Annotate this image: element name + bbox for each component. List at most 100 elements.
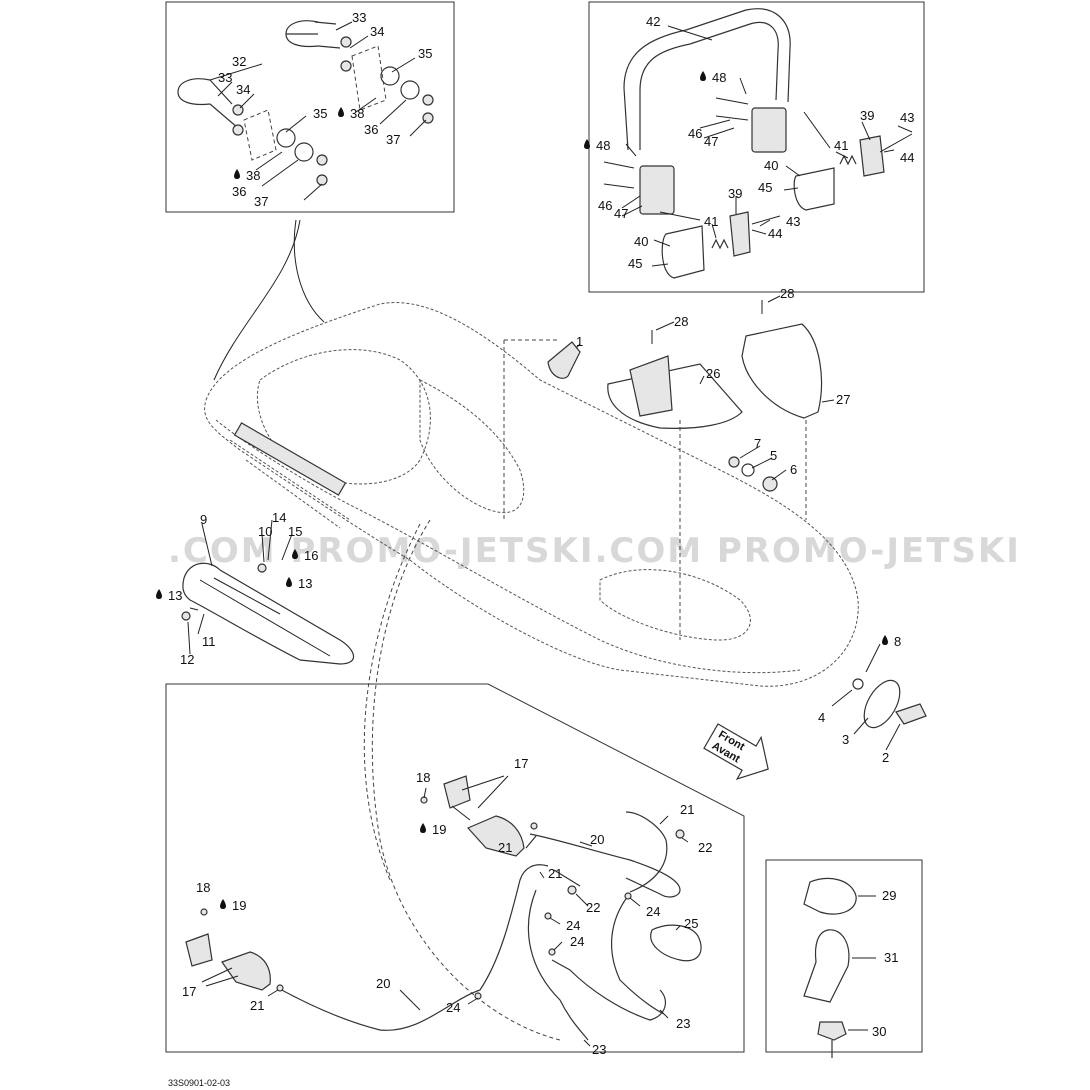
callout-22: 22 bbox=[586, 900, 600, 915]
leader-lines bbox=[187, 295, 901, 751]
callout-41: 41 bbox=[704, 214, 718, 229]
hose-loop-upper bbox=[625, 811, 668, 893]
callout-33: 33 bbox=[218, 70, 232, 85]
washer-5 bbox=[741, 463, 755, 477]
callout-36: 36 bbox=[364, 122, 378, 137]
screw-18 bbox=[200, 908, 208, 916]
check-valve-lower bbox=[185, 933, 213, 967]
callout-29: 29 bbox=[882, 888, 896, 903]
hull-gunwale bbox=[215, 419, 801, 674]
callout-41: 41 bbox=[834, 138, 848, 153]
front-storage bbox=[599, 569, 751, 641]
storage-tray-26 bbox=[607, 363, 743, 429]
hinge-right bbox=[859, 135, 885, 177]
callout-42: 42 bbox=[646, 14, 660, 29]
callout-34: 34 bbox=[236, 82, 250, 97]
callout-5: 5 bbox=[770, 448, 777, 463]
drain-plug-2 bbox=[895, 703, 927, 725]
inset-tow-eyes bbox=[165, 1, 455, 213]
grommet-6 bbox=[762, 476, 778, 492]
callout-18: 18 bbox=[196, 880, 210, 895]
handle-base-right bbox=[751, 107, 787, 153]
callout-28: 28 bbox=[674, 314, 688, 329]
u-bolt-upper-legs bbox=[314, 21, 341, 49]
leader-lines bbox=[621, 25, 913, 267]
lubricant-drop-icon bbox=[420, 823, 426, 833]
hinge-left bbox=[729, 211, 751, 257]
callout-47: 47 bbox=[614, 206, 628, 221]
spring-left bbox=[711, 238, 729, 250]
callout-24: 24 bbox=[566, 918, 580, 933]
callout-46: 46 bbox=[598, 198, 612, 213]
screws-28 bbox=[651, 300, 763, 344]
clamp bbox=[530, 822, 538, 830]
clamp-ring-25 bbox=[650, 924, 702, 962]
hull-rail bbox=[229, 439, 351, 529]
cover-left bbox=[661, 225, 705, 279]
u-bolt-lower-legs bbox=[209, 79, 239, 129]
leader-lines bbox=[848, 895, 876, 1031]
lubricant-drop-icon bbox=[700, 71, 706, 81]
callout-45: 45 bbox=[628, 256, 642, 271]
washer-large bbox=[400, 80, 420, 100]
u-bolt-upper bbox=[285, 20, 319, 48]
front-arrow: Front Avant bbox=[703, 723, 769, 780]
callout-12: 12 bbox=[180, 652, 194, 667]
push-rivet-30 bbox=[817, 1021, 847, 1041]
callout-21: 21 bbox=[680, 802, 694, 817]
callout-13: 13 bbox=[168, 588, 182, 603]
hose-24-link bbox=[610, 895, 665, 1015]
seat-area bbox=[419, 379, 525, 514]
screw-10 bbox=[257, 563, 267, 573]
inset-border bbox=[165, 1, 455, 213]
leader-lines bbox=[201, 775, 689, 1047]
hose-20-lower bbox=[277, 864, 549, 1031]
callout-38: 38 bbox=[246, 168, 260, 183]
callout-21: 21 bbox=[250, 998, 264, 1013]
ride-plate-9 bbox=[182, 562, 355, 665]
callout-15: 15 bbox=[288, 524, 302, 539]
callout-1: 1 bbox=[576, 334, 583, 349]
front-arrow-shape bbox=[703, 723, 769, 780]
nut bbox=[316, 174, 328, 186]
callout-22: 22 bbox=[698, 840, 712, 855]
callout-46: 46 bbox=[688, 126, 702, 141]
washer-large bbox=[276, 128, 296, 148]
lubricant-drop-icon bbox=[882, 635, 888, 645]
nut bbox=[422, 94, 434, 106]
spring-right bbox=[839, 154, 857, 166]
callout-21: 21 bbox=[498, 840, 512, 855]
hose-23-right bbox=[551, 959, 667, 1021]
callout-11: 11 bbox=[202, 634, 216, 649]
gasket-4 bbox=[852, 678, 864, 690]
callout-38: 38 bbox=[350, 106, 364, 121]
hull-deck bbox=[204, 302, 859, 687]
bailer-pickup-lower bbox=[221, 951, 271, 991]
callout-16: 16 bbox=[304, 548, 318, 563]
inset-border bbox=[165, 683, 745, 1053]
callout-34: 34 bbox=[370, 24, 384, 39]
storage-tray-26-wall bbox=[629, 355, 673, 417]
lubricant-drop-icon bbox=[338, 107, 344, 117]
washer bbox=[232, 124, 244, 136]
washer-7 bbox=[728, 456, 740, 468]
clamp-24 bbox=[548, 948, 556, 956]
grab-handle-outer bbox=[639, 21, 779, 150]
callout-26: 26 bbox=[706, 366, 720, 381]
callout-35: 35 bbox=[418, 46, 432, 61]
callout-25: 25 bbox=[684, 916, 698, 931]
clamp-24 bbox=[624, 892, 632, 900]
hose-clip-29 bbox=[803, 877, 857, 915]
callout-20: 20 bbox=[590, 832, 604, 847]
u-bolt-lower bbox=[177, 78, 211, 106]
callout-20: 20 bbox=[376, 976, 390, 991]
backing-plate-lower bbox=[243, 109, 277, 161]
callout-13: 13 bbox=[298, 576, 312, 591]
callout-40: 40 bbox=[634, 234, 648, 249]
washer bbox=[340, 36, 352, 48]
screw-12 bbox=[181, 611, 191, 621]
inset-fasteners bbox=[765, 859, 923, 1058]
backing-plate-upper bbox=[351, 45, 387, 111]
screws bbox=[603, 97, 913, 225]
